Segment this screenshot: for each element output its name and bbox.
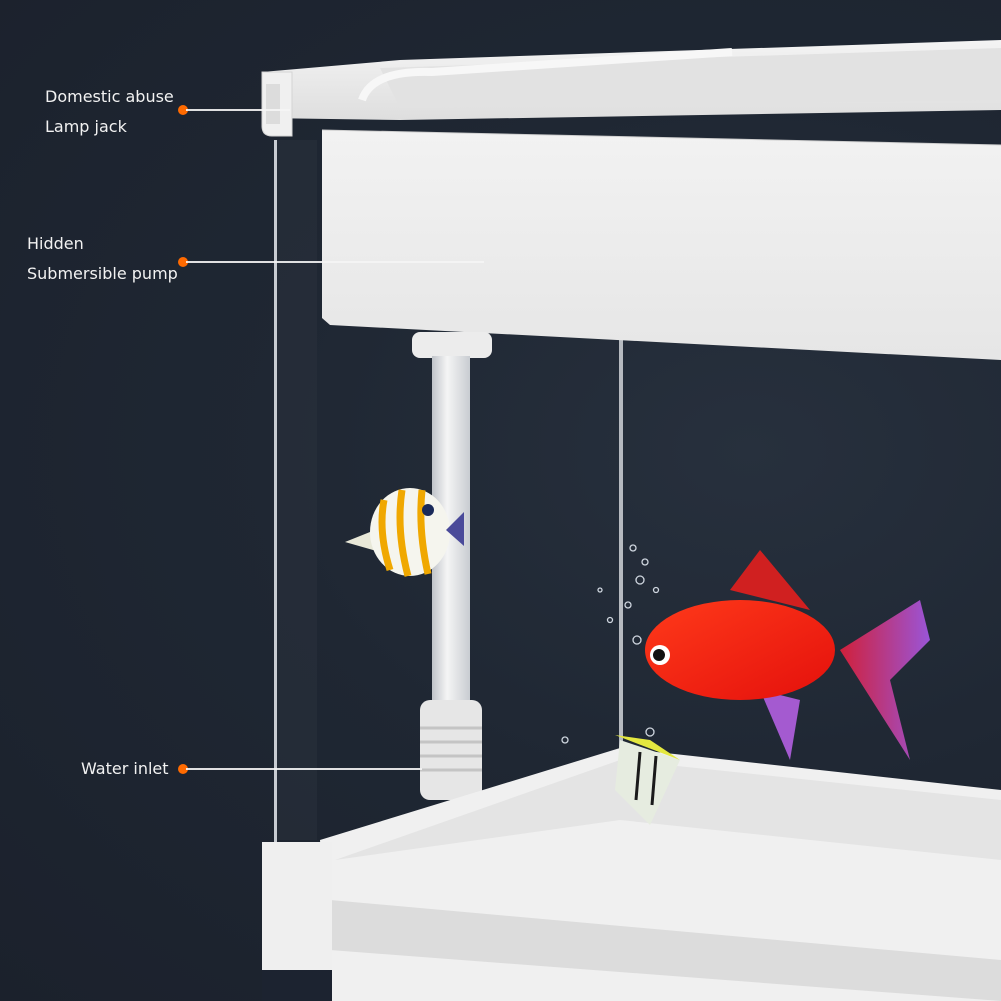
base	[262, 748, 1001, 1001]
callout-dot	[178, 105, 188, 115]
callout-dot	[178, 257, 188, 267]
callout-line: Hidden	[27, 234, 84, 253]
callout-line: Domestic abuse	[45, 87, 174, 106]
lid	[261, 40, 1001, 137]
angelfish	[615, 735, 680, 825]
callout-leader-line	[186, 109, 290, 111]
callout-pump-label: Hidden Submersible pump	[27, 229, 178, 289]
glass-panel	[274, 140, 623, 850]
callout-leader-line	[186, 261, 484, 263]
bubbles	[561, 544, 660, 744]
callout-line: Lamp jack	[45, 117, 127, 136]
callout-lamp-jack-label: Domestic abuse Lamp jack	[45, 82, 174, 142]
callout-inlet-label: Water inlet	[81, 754, 169, 784]
callout-dot	[178, 764, 188, 774]
callout-line: Submersible pump	[27, 264, 178, 283]
goldfish	[645, 550, 930, 760]
callout-leader-line	[186, 768, 422, 770]
butterflyfish	[345, 488, 464, 577]
callout-line: Water inlet	[81, 759, 169, 778]
filter-box	[321, 129, 1001, 360]
